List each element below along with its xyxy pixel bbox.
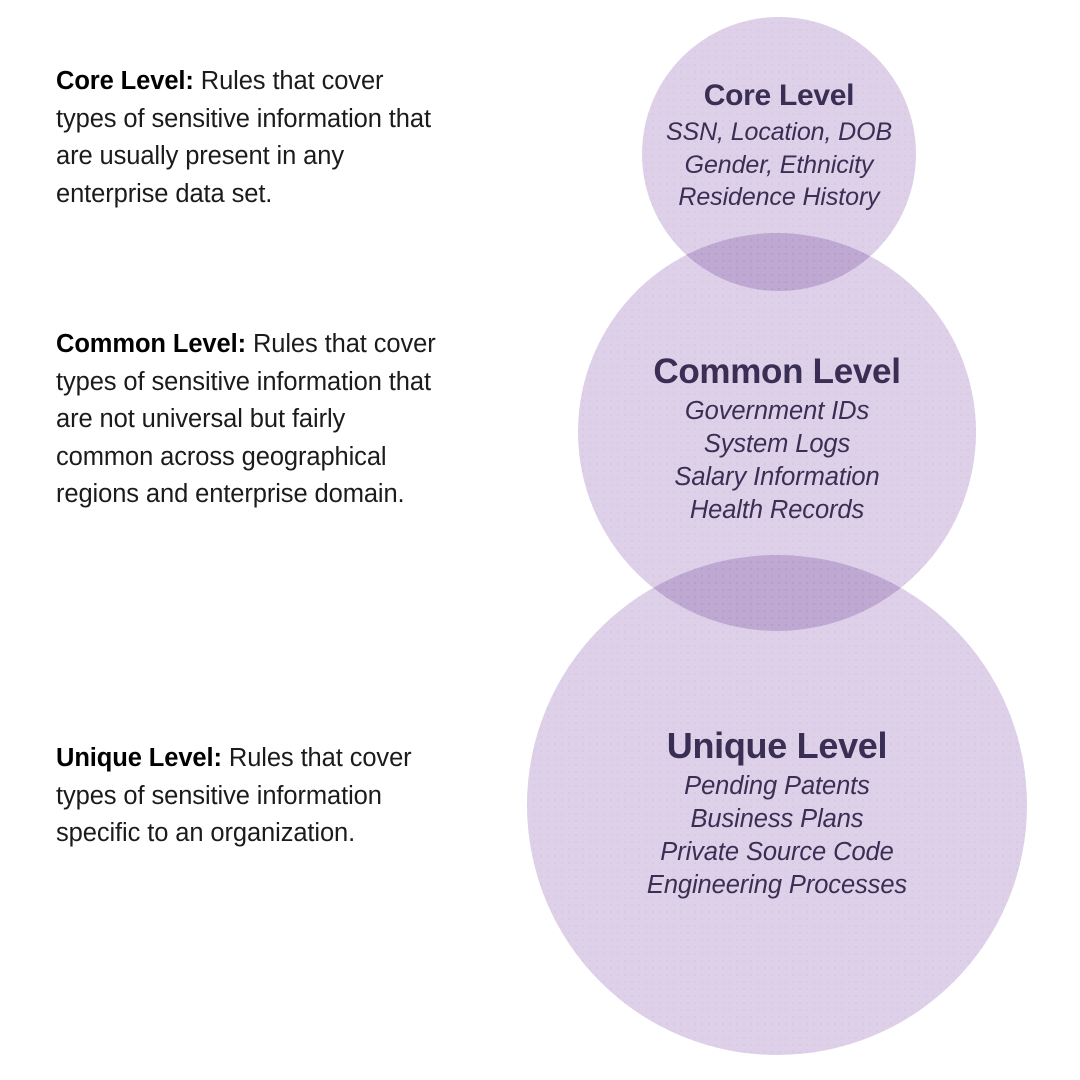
venn-item: Residence History	[678, 183, 880, 211]
description-core-level-lead: Core Level:	[56, 67, 194, 95]
description-unique-level: Unique Level: Rules that cover types of …	[56, 740, 448, 853]
venn-item: Gender, Ethnicity	[684, 150, 874, 179]
venn-title-unique: Unique Level	[666, 725, 888, 766]
venn-item: System Logs	[703, 430, 851, 458]
venn-label-unique: Unique Level Pending Patents Business Pl…	[567, 722, 987, 902]
venn-label-common: Common Level Government IDs System Logs …	[567, 349, 987, 527]
description-unique-level-body: Rules that cover types of sensitive info…	[56, 744, 412, 847]
venn-item: Health Records	[689, 496, 865, 524]
venn-item: Engineering Processes	[646, 871, 908, 899]
description-common-level-lead: Common Level:	[56, 330, 246, 358]
venn-texture-common	[578, 233, 976, 631]
venn-label-core: Core Level SSN, Location, DOB Gender, Et…	[569, 76, 989, 214]
descriptions-column: Core Level: Rules that cover types of se…	[56, 0, 456, 1080]
venn-items-unique: Pending Patents Business Plans Private S…	[567, 770, 987, 902]
venn-texture-core	[642, 17, 916, 291]
venn-item: Government IDs	[684, 397, 870, 425]
venn-title-core: Core Level	[703, 79, 855, 112]
description-core-level: Core Level: Rules that cover types of se…	[56, 63, 448, 213]
venn-item: Salary Information	[674, 463, 880, 491]
venn-items-common: Government IDs System Logs Salary Inform…	[567, 395, 987, 527]
venn-item: SSN, Location, DOB	[665, 118, 893, 146]
description-core-level-body: Rules that cover types of sensitive info…	[56, 67, 431, 208]
description-common-level-body: Rules that cover types of sensitive info…	[56, 330, 436, 508]
venn-texture-unique	[527, 555, 1027, 1055]
description-common-level: Common Level: Rules that cover types of …	[56, 326, 448, 514]
venn-item: Business Plans	[690, 805, 864, 833]
venn-title-common: Common Level	[653, 352, 901, 391]
venn-item: Pending Patents	[684, 772, 870, 800]
venn-items-core: SSN, Location, DOB Gender, Ethnicity Res…	[569, 116, 989, 214]
venn-item: Private Source Code	[660, 838, 894, 866]
description-unique-level-lead: Unique Level:	[56, 744, 222, 772]
